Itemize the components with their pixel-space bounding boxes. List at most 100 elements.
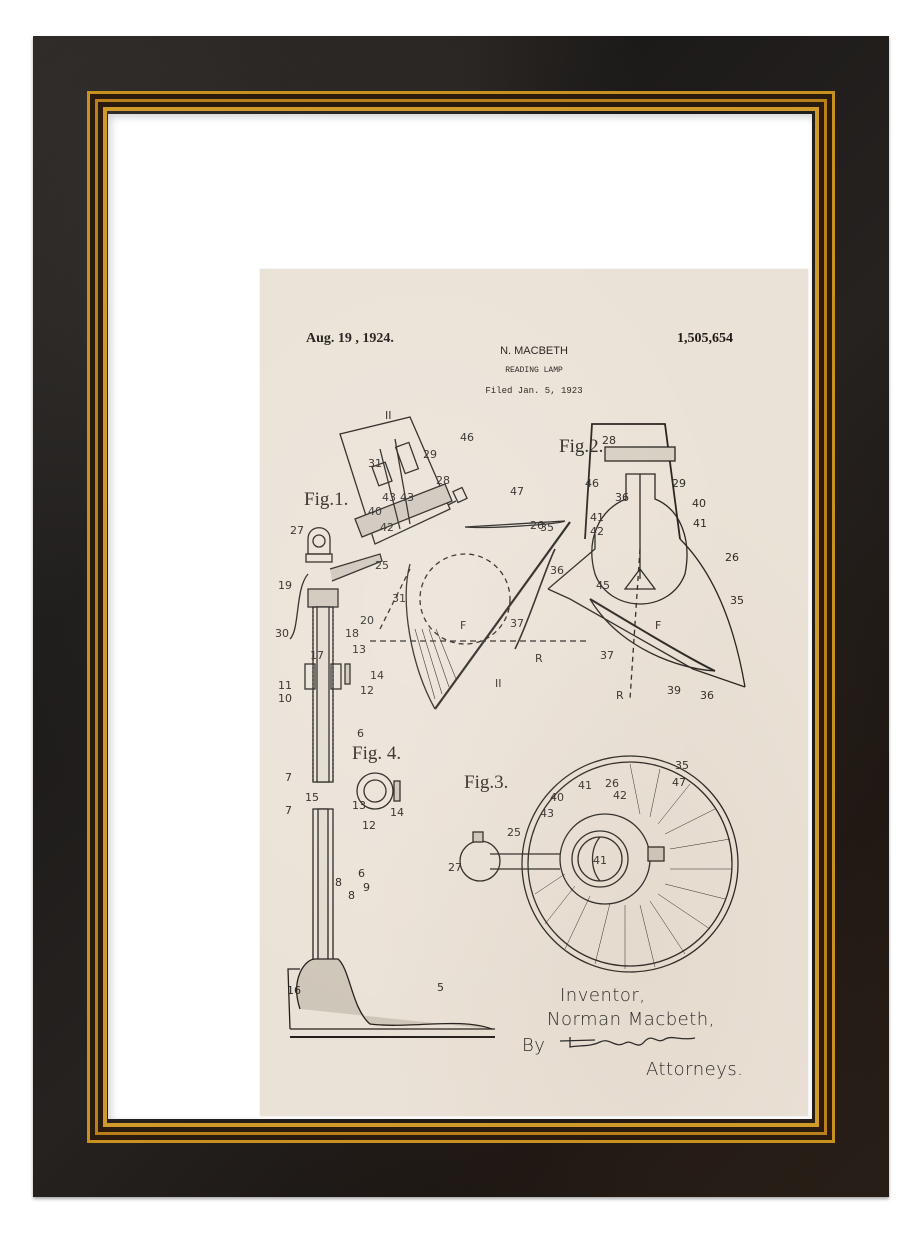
svg-text:26: 26 xyxy=(605,777,619,790)
svg-text:19: 19 xyxy=(278,579,292,592)
fig1-housing xyxy=(339,416,468,545)
svg-text:35: 35 xyxy=(540,521,554,534)
svg-text:13: 13 xyxy=(352,799,366,812)
svg-text:25: 25 xyxy=(375,559,389,572)
svg-text:15: 15 xyxy=(305,791,319,804)
fig2-label: Fig.2. xyxy=(559,436,604,457)
svg-text:11: 11 xyxy=(278,679,292,692)
attorneys-label: Attorneys. xyxy=(646,1059,744,1080)
svg-text:R: R xyxy=(616,689,624,702)
gold-liner-inner xyxy=(103,107,819,1127)
patent-number: 1,505,654 xyxy=(677,331,733,346)
svg-text:II: II xyxy=(495,677,502,690)
patent-print: Aug. 19 , 1924. 1,505,654 N. MACBETH REA… xyxy=(260,269,808,1116)
gold-liner-outer xyxy=(87,91,835,1143)
fig3-label: Fig.3. xyxy=(464,772,509,793)
svg-text:28: 28 xyxy=(602,434,616,447)
svg-text:30: 30 xyxy=(275,627,289,640)
svg-text:16: 16 xyxy=(287,984,301,997)
inventor-name: Norman Macbeth, xyxy=(547,1009,715,1030)
fig1-reflector xyxy=(370,520,590,710)
svg-text:36: 36 xyxy=(615,491,629,504)
svg-text:12: 12 xyxy=(360,684,374,697)
liner-gap xyxy=(90,94,832,1140)
svg-text:37: 37 xyxy=(510,617,524,630)
svg-text:47: 47 xyxy=(510,485,524,498)
svg-text:26: 26 xyxy=(530,519,544,532)
svg-text:40: 40 xyxy=(368,505,382,518)
svg-text:35: 35 xyxy=(730,594,744,607)
svg-text:41: 41 xyxy=(693,517,707,530)
fig1-label: Fig.1. xyxy=(304,489,349,510)
svg-text:40: 40 xyxy=(550,791,564,804)
svg-text:42: 42 xyxy=(380,521,394,534)
svg-text:43: 43 xyxy=(400,491,414,504)
filed-date: Filed Jan. 5, 1923 xyxy=(485,386,583,396)
inventor-label: Inventor, xyxy=(560,985,646,1006)
svg-text:26: 26 xyxy=(725,551,739,564)
svg-text:F: F xyxy=(655,619,661,632)
svg-text:6: 6 xyxy=(357,727,364,740)
svg-text:14: 14 xyxy=(390,806,404,819)
by-label: By xyxy=(522,1035,546,1056)
base xyxy=(287,808,495,1038)
svg-text:46: 46 xyxy=(585,477,599,490)
inventor-header: N. MACBETH xyxy=(500,345,568,357)
svg-text:25: 25 xyxy=(507,826,521,839)
patent-title: READING LAMP xyxy=(505,366,563,375)
svg-text:29: 29 xyxy=(423,448,437,461)
fig4-label: Fig. 4. xyxy=(352,743,402,764)
svg-text:45: 45 xyxy=(596,579,610,592)
svg-text:35: 35 xyxy=(675,759,689,772)
svg-text:8: 8 xyxy=(348,889,355,902)
svg-text:14: 14 xyxy=(370,669,384,682)
svg-text:7: 7 xyxy=(285,771,292,784)
svg-text:17: 17 xyxy=(310,649,324,662)
mat-board: Aug. 19 , 1924. 1,505,654 N. MACBETH REA… xyxy=(108,114,812,1119)
svg-text:41: 41 xyxy=(578,779,592,792)
svg-text:41: 41 xyxy=(593,854,607,867)
svg-text:20: 20 xyxy=(360,614,374,627)
fig3-top-view xyxy=(459,755,739,973)
picture-frame: Aug. 19 , 1924. 1,505,654 N. MACBETH REA… xyxy=(33,36,889,1197)
svg-text:28: 28 xyxy=(436,474,450,487)
svg-text:12: 12 xyxy=(362,819,376,832)
svg-text:46: 46 xyxy=(460,431,474,444)
svg-text:36: 36 xyxy=(700,689,714,702)
fig2-lamp xyxy=(547,423,746,700)
svg-text:18: 18 xyxy=(345,627,359,640)
patent-date: Aug. 19 , 1924. xyxy=(306,331,394,346)
svg-text:42: 42 xyxy=(590,525,604,538)
svg-text:47: 47 xyxy=(672,776,686,789)
svg-text:5: 5 xyxy=(437,981,444,994)
gold-liner-middle xyxy=(95,99,827,1135)
svg-text:29: 29 xyxy=(672,477,686,490)
svg-text:10: 10 xyxy=(278,692,292,705)
svg-text:31: 31 xyxy=(368,457,382,470)
svg-text:F: F xyxy=(460,619,466,632)
svg-text:31: 31 xyxy=(392,592,406,605)
svg-text:37: 37 xyxy=(600,649,614,662)
liner-gap xyxy=(98,102,824,1132)
fig1-arm xyxy=(305,527,383,582)
svg-text:43: 43 xyxy=(540,807,554,820)
svg-text:27: 27 xyxy=(448,861,462,874)
svg-text:27: 27 xyxy=(290,524,304,537)
svg-text:43: 43 xyxy=(382,491,396,504)
svg-text:40: 40 xyxy=(692,497,706,510)
svg-text:6: 6 xyxy=(358,867,365,880)
svg-text:39: 39 xyxy=(667,684,681,697)
svg-text:42: 42 xyxy=(613,789,627,802)
svg-text:II: II xyxy=(385,409,392,422)
fig1-stem xyxy=(289,573,351,783)
svg-text:36: 36 xyxy=(550,564,564,577)
svg-text:R: R xyxy=(535,652,543,665)
fig4-ring xyxy=(356,772,401,810)
svg-text:7: 7 xyxy=(285,804,292,817)
svg-text:8: 8 xyxy=(335,876,342,889)
svg-text:9: 9 xyxy=(363,881,370,894)
attorney-signature xyxy=(559,1036,696,1048)
svg-text:13: 13 xyxy=(352,643,366,656)
